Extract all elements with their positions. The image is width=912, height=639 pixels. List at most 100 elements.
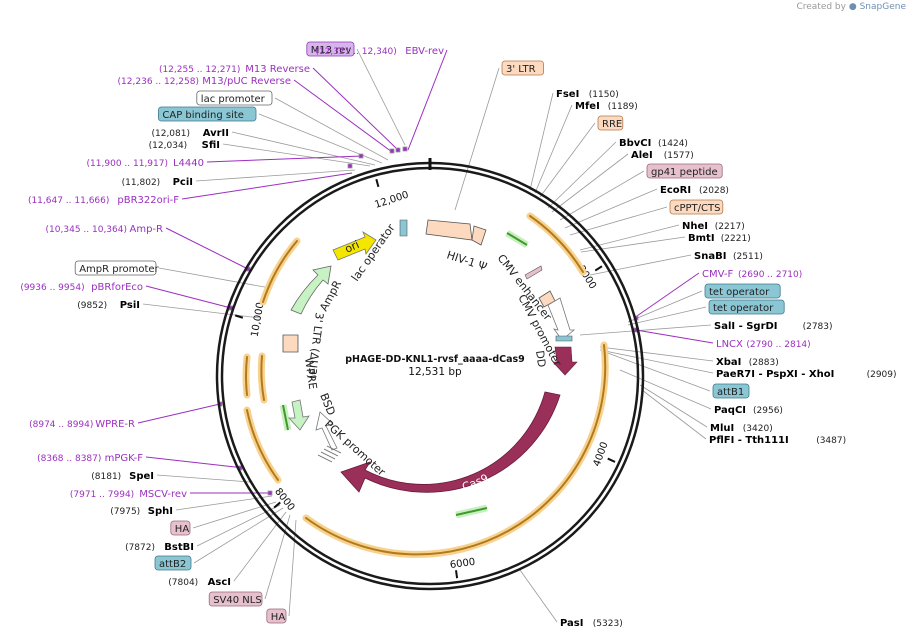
enzyme-site-sali-sgrdi[interactable]: SalI - SgrDI(2783)	[714, 321, 833, 332]
feature-box	[196, 90, 273, 106]
leader-line	[633, 272, 700, 319]
enzyme-site-pcii[interactable]: PciI(11,802)	[122, 177, 193, 188]
enzyme-position: (2783)	[803, 322, 833, 332]
enzyme-site-sphi[interactable]: SphI(7975)	[110, 506, 173, 517]
snapgene-logo-icon: ●	[848, 2, 857, 12]
enzyme-site-paqci[interactable]: PaqCI(2956)	[714, 405, 783, 416]
feature-lac-promoter[interactable]: lac promoter	[196, 90, 273, 106]
feature-tet-operator[interactable]: tet operator	[704, 283, 781, 299]
feature-label: tet operator	[709, 287, 770, 298]
feature-box	[306, 41, 355, 57]
primer-pbrforeco[interactable]: pBRforEco(9936 .. 9954)	[20, 282, 143, 293]
primer-l4440[interactable]: L4440(11,900 .. 11,917)	[87, 158, 204, 169]
feature-box	[157, 106, 257, 122]
feature-m13-rev[interactable]: M13 rev	[306, 41, 355, 57]
primer-position: (11,900 .. 11,917)	[87, 159, 168, 169]
feature-ha[interactable]: HA	[170, 520, 191, 536]
feature-box	[74, 260, 157, 276]
leader-line	[559, 170, 645, 221]
enzyme-site-bbvci[interactable]: BbvCI(1424)	[619, 138, 688, 149]
enzyme-site-mfei[interactable]: MfeI(1189)	[575, 101, 638, 112]
inner-features	[282, 219, 578, 493]
leader-line	[519, 569, 558, 623]
primer-name: M13 Reverse	[245, 64, 310, 75]
enzyme-name: BmtI	[688, 233, 715, 244]
primer-position: (2690 .. 2710)	[738, 270, 802, 280]
feature-rre[interactable]: RRE	[597, 115, 624, 131]
leader-line	[619, 369, 712, 410]
leader-line	[547, 141, 617, 209]
feature-label: gp41 peptide	[651, 167, 718, 178]
primer-mpgk-f[interactable]: mPGK-F(8368 .. 8387)	[37, 453, 143, 464]
enzyme-name: SpeI	[129, 471, 154, 482]
primer-lncx[interactable]: LNCX(2790 .. 2814)	[716, 339, 811, 350]
enzyme-position: (2909)	[867, 370, 897, 380]
primer-ebv-rev[interactable]: EBV-rev(12,321 .. 12,340)	[315, 46, 444, 57]
leader-line	[579, 324, 712, 336]
leader-line	[222, 143, 371, 167]
feature-attb1[interactable]: attB1	[712, 383, 750, 399]
enzyme-site-pflfi-tth111i[interactable]: PflFI - Tth111I(3487)	[709, 435, 846, 446]
primer-m13-puc-reverse[interactable]: M13/pUC Reverse(12,236 .. 12,258)	[118, 76, 291, 87]
leader-line	[137, 403, 221, 424]
enzyme-site-paer7i-pspxi-xhoi[interactable]: PaeR7I - PspXI - XhoI (2909)	[716, 369, 897, 380]
enzyme-site-bstbi[interactable]: BstBI(7872)	[125, 542, 194, 553]
feature-3-ltr[interactable]: 3' LTR	[501, 60, 544, 76]
feature-sv40-nls[interactable]: SV40 NLS	[208, 591, 263, 607]
enzyme-name: XbaI	[716, 357, 741, 368]
leader-line	[158, 267, 271, 289]
enzyme-site-bmti[interactable]: BmtI(2221)	[688, 233, 751, 244]
enzyme-name: PaeR7I - PspXI - XhoI	[716, 369, 834, 380]
leader-line	[627, 290, 703, 323]
primer-amp-r[interactable]: Amp-R(10,345 .. 10,364)	[46, 224, 163, 235]
enzyme-site-pasi[interactable]: PasI(5323)	[560, 618, 623, 629]
enzyme-name: PciI	[173, 177, 193, 188]
feature-cppt-cts[interactable]: cPPT/CTS	[669, 199, 724, 215]
leader-line	[196, 504, 281, 547]
primer-m13-reverse[interactable]: M13 Reverse (12,255 .. 12,271)	[159, 64, 310, 75]
backbone	[215, 158, 645, 591]
enzyme-name: SnaBI	[694, 251, 726, 262]
enzyme-site-sfii[interactable]: SfiI(12,034)	[149, 140, 220, 151]
leader-line	[274, 97, 389, 161]
enzyme-site-psii[interactable]: PsiI(9852)	[77, 300, 140, 311]
primer-binding-marker	[347, 163, 353, 169]
primer-position: (12,236 .. 12,258)	[118, 77, 199, 87]
enzyme-site-snabi[interactable]: SnaBI(2511)	[694, 251, 763, 262]
watermark-brand: SnapGene	[859, 2, 906, 12]
feature-cap-binding-site[interactable]: CAP binding site	[157, 106, 257, 122]
leader-line	[312, 67, 399, 151]
primer-cmv-f[interactable]: CMV-F(2690 .. 2710)	[702, 269, 802, 280]
plasmid-size: 12,531 bp	[408, 366, 462, 378]
feature-ampr-promoter[interactable]: AmpR promoter	[74, 260, 160, 276]
enzyme-site-spei[interactable]: SpeI(8181)	[91, 471, 154, 482]
enzyme-site-ecori[interactable]: EcoRI(2028)	[660, 185, 729, 196]
primer-mscv-rev[interactable]: MSCV-rev(7971 .. 7994)	[70, 489, 187, 500]
enzyme-position: (7975)	[110, 507, 140, 517]
leader-line	[604, 351, 711, 392]
primer-binding-marker	[358, 153, 364, 159]
enzyme-site-avrii[interactable]: AvrII(12,081)	[151, 128, 229, 139]
enzyme-name: AleI	[631, 150, 653, 161]
feature-attb2[interactable]: attB2	[154, 555, 192, 571]
enzyme-site-alei[interactable]: AleI(1577)	[631, 150, 694, 161]
feature-ha[interactable]: HA	[266, 608, 287, 624]
primer-position: (12,255 .. 12,271)	[159, 65, 240, 75]
enzyme-position: (5323)	[593, 619, 623, 629]
primer-name: EBV-rev	[405, 46, 444, 57]
enzyme-name: PaqCI	[714, 405, 746, 416]
enzyme-site-mlui[interactable]: MluI(3420)	[710, 423, 773, 434]
primer-pbr322ori-f[interactable]: pBR322ori-F(11,647 .. 11,666)	[28, 195, 179, 206]
leader-line	[635, 329, 714, 344]
primer-name: pBRforEco	[91, 282, 143, 293]
feature-box	[266, 608, 287, 624]
enzyme-site-fsei[interactable]: FseI(1150)	[556, 89, 619, 100]
feature-gp41-peptide[interactable]: gp41 peptide	[646, 163, 723, 179]
leader-line	[551, 153, 629, 213]
primer-wpre-r[interactable]: WPRE-R(8974 .. 8994)	[29, 419, 135, 430]
enzyme-site-xbai[interactable]: XbaI(2883)	[716, 357, 779, 368]
enzyme-site-nhei[interactable]: NheI(2217)	[682, 221, 745, 232]
enzyme-site-asci[interactable]: AscI(7804)	[168, 577, 231, 588]
feature-tet-operator[interactable]: tet operator	[708, 299, 785, 315]
